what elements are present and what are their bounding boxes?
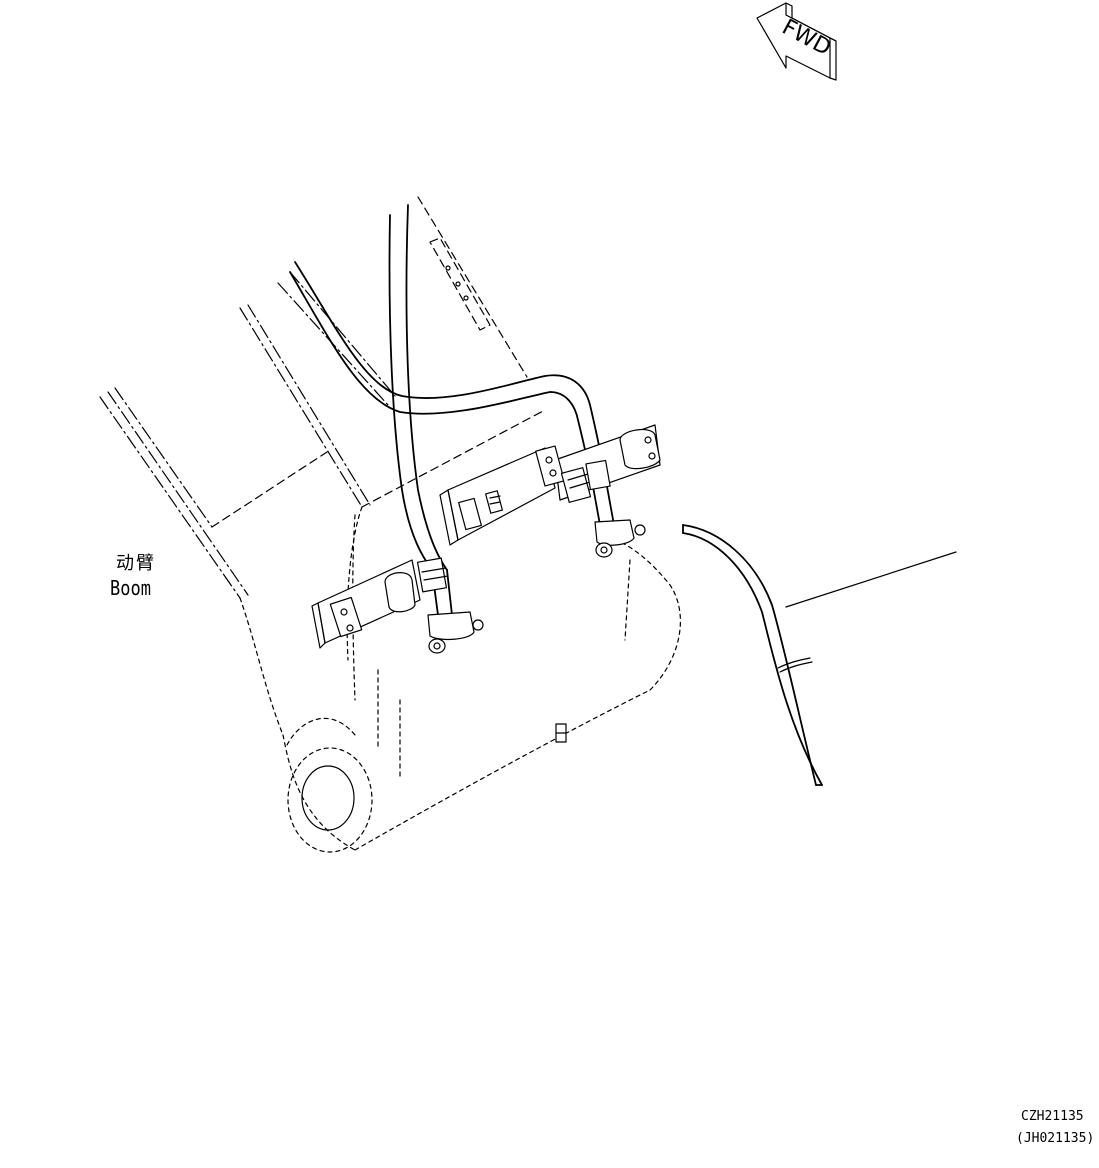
right-clamp-bracket <box>535 424 661 503</box>
tube-part <box>682 524 957 786</box>
boom-label-en: Boom <box>110 576 151 600</box>
reference-number: (JH021135) <box>1016 1131 1095 1146</box>
top-bracket <box>429 237 491 331</box>
fwd-arrow-icon: FWD <box>756 2 837 81</box>
left-clamp-bracket <box>311 557 449 649</box>
weld-tab <box>555 723 567 743</box>
grease-tubes <box>289 204 615 616</box>
grease-fitting-left <box>427 611 484 654</box>
center-plate <box>439 447 556 546</box>
grease-fitting-right <box>594 519 646 558</box>
leader-line <box>785 551 957 608</box>
drawing-number: CZH21135 <box>1021 1109 1084 1124</box>
boom-label-cn: 动臂 <box>116 553 156 574</box>
